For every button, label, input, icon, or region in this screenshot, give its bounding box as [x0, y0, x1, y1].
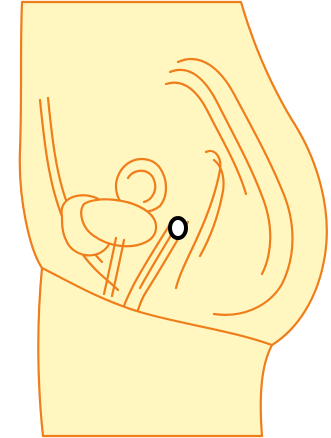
ring-marker-icon: [170, 218, 186, 238]
